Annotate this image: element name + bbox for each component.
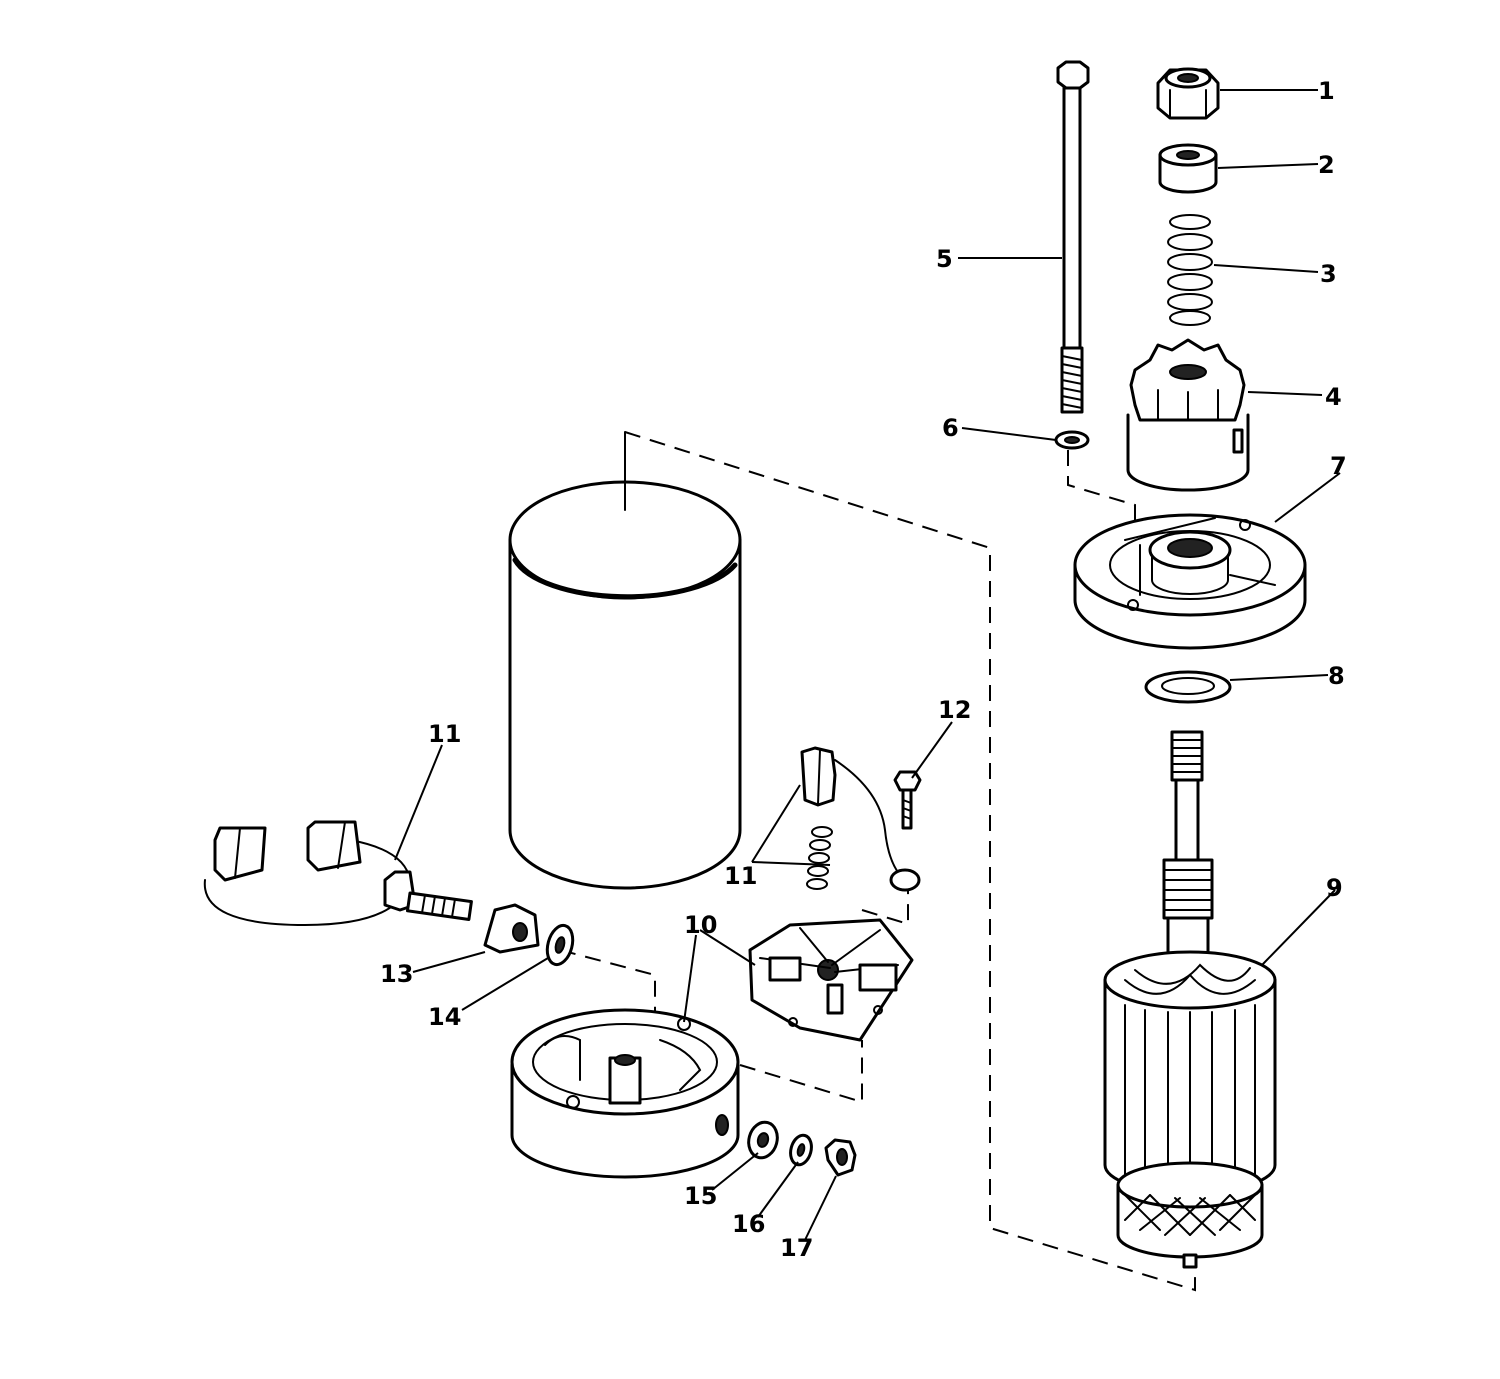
callout-15: 15 bbox=[684, 1182, 717, 1210]
callout-8: 8 bbox=[1328, 662, 1345, 690]
callout-11-left: 11 bbox=[428, 720, 461, 748]
part-3-spring bbox=[1167, 214, 1213, 326]
commutator-end-cap bbox=[510, 1008, 740, 1179]
callout-9: 9 bbox=[1326, 874, 1343, 902]
part-4-pinion-drive bbox=[1126, 338, 1250, 492]
callout-14: 14 bbox=[428, 1003, 461, 1031]
callout-2: 2 bbox=[1318, 151, 1335, 179]
part-2-spacer bbox=[1158, 143, 1218, 194]
callout-labels: 1 2 3 4 5 6 7 8 9 10 11 11 12 13 14 15 1… bbox=[380, 77, 1347, 1262]
leader-lines bbox=[394, 89, 1341, 1241]
part-6-lock-washer bbox=[1054, 430, 1090, 450]
callout-16: 16 bbox=[732, 1210, 765, 1238]
part-10-brush-holder bbox=[748, 918, 914, 1042]
callout-3: 3 bbox=[1320, 260, 1337, 288]
frame-housing bbox=[508, 431, 742, 890]
part-17-nut bbox=[824, 1138, 857, 1177]
part-8-thrust-washer bbox=[1144, 670, 1232, 704]
callout-6: 6 bbox=[942, 414, 959, 442]
callout-12: 12 bbox=[938, 696, 971, 724]
callout-4: 4 bbox=[1325, 383, 1342, 411]
callout-13: 13 bbox=[380, 960, 413, 988]
part-16-lock-washer bbox=[789, 1133, 813, 1167]
part-15-washer bbox=[747, 1120, 779, 1160]
part-5-through-bolt bbox=[1056, 60, 1090, 414]
callout-17: 17 bbox=[780, 1234, 813, 1262]
part-7-drive-end-cap bbox=[1073, 513, 1307, 650]
part-11-brush-set-left bbox=[203, 820, 473, 927]
part-1-hex-nut bbox=[1156, 67, 1220, 120]
part-14-washer bbox=[545, 923, 575, 967]
part-9-armature bbox=[1103, 730, 1277, 1269]
part-13-bracket bbox=[483, 903, 540, 954]
part-11-brush-and-spring bbox=[800, 746, 921, 892]
callout-11-right: 11 bbox=[724, 862, 757, 890]
callout-5: 5 bbox=[936, 245, 953, 273]
part-12-screw bbox=[893, 770, 922, 830]
callout-7: 7 bbox=[1330, 452, 1347, 480]
callout-10: 10 bbox=[684, 911, 717, 939]
callout-1: 1 bbox=[1318, 77, 1335, 105]
